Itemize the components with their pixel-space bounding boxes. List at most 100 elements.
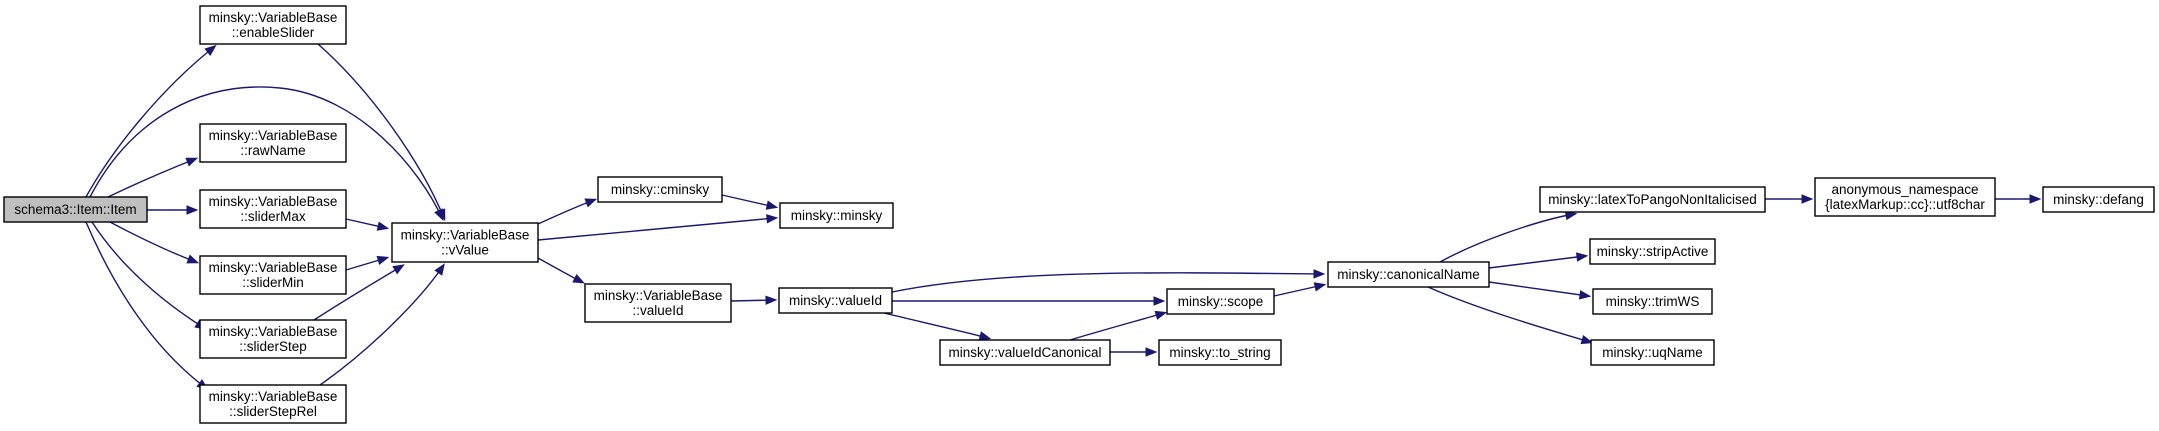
node-sliderStep[interactable]: minsky::VariableBase::sliderStep bbox=[199, 319, 347, 359]
node-label: ::valueId bbox=[632, 303, 683, 318]
edge-line bbox=[319, 265, 444, 386]
node-box bbox=[778, 287, 893, 314]
edge-vValue-to-cminsky bbox=[537, 198, 598, 225]
node-rawName[interactable]: minsky::VariableBase::rawName bbox=[199, 123, 347, 163]
node-box bbox=[1166, 288, 1275, 315]
node-label: minsky::valueId bbox=[789, 293, 882, 308]
node-label: minsky::VariableBase bbox=[401, 228, 530, 243]
node-box bbox=[939, 339, 1111, 366]
edge-latexToPango-to-utf8char bbox=[1765, 194, 1814, 204]
node-uqName[interactable]: minsky::uqName bbox=[1590, 339, 1715, 366]
edge-line bbox=[721, 194, 776, 208]
node-utf8char[interactable]: anonymous_namespace{latexMarkup::cc}::ut… bbox=[1814, 177, 1996, 217]
edge-sliderStep-to-vValue bbox=[313, 264, 405, 321]
edge-line bbox=[1488, 281, 1589, 297]
node-box bbox=[1590, 339, 1715, 366]
node-label: minsky::cminsky bbox=[611, 182, 710, 197]
node-label: minsky::VariableBase bbox=[209, 194, 338, 209]
node-label: ::enableSlider bbox=[232, 25, 315, 40]
arrowhead-icon bbox=[1801, 194, 1814, 204]
node-vb_valueId[interactable]: minsky::VariableBase::valueId bbox=[584, 283, 732, 323]
arrowhead-icon bbox=[1580, 335, 1594, 345]
edge-schema3_item-to-sliderStep bbox=[91, 221, 207, 330]
arrowhead-icon bbox=[186, 205, 199, 215]
node-minsky[interactable]: minsky::minsky bbox=[779, 202, 894, 229]
arrowhead-icon bbox=[765, 200, 779, 210]
node-sliderStepRel[interactable]: minsky::VariableBase::sliderStepRel bbox=[199, 384, 347, 424]
node-label: minsky::canonicalName bbox=[1337, 267, 1480, 282]
node-schema3_item[interactable]: schema3::Item::Item bbox=[3, 196, 148, 223]
arrowhead-icon bbox=[1153, 296, 1166, 306]
node-box bbox=[1539, 186, 1766, 213]
node-box bbox=[597, 176, 723, 203]
node-scope[interactable]: minsky::scope bbox=[1166, 288, 1275, 315]
arrowhead-icon bbox=[1313, 282, 1327, 292]
node-box bbox=[1589, 238, 1716, 265]
edge-valueId-to-valueIdCanonical bbox=[883, 312, 992, 341]
node-valueIdCanonical[interactable]: minsky::valueIdCanonical bbox=[939, 339, 1111, 366]
node-defang[interactable]: minsky::defang bbox=[2042, 186, 2155, 213]
node-label: ::sliderMax bbox=[240, 209, 306, 224]
node-box bbox=[1592, 288, 1713, 315]
edge-schema3_item-to-enableSlider bbox=[85, 44, 217, 198]
edge-line bbox=[317, 43, 445, 219]
arrowhead-icon bbox=[204, 44, 217, 57]
arrowhead-icon bbox=[186, 254, 200, 264]
node-box bbox=[1327, 261, 1490, 288]
edge-line bbox=[109, 221, 197, 263]
edge-line bbox=[85, 46, 215, 198]
node-label: minsky::VariableBase bbox=[209, 260, 338, 275]
node-stripActive[interactable]: minsky::stripActive bbox=[1589, 238, 1716, 265]
arrowhead-icon bbox=[392, 264, 405, 275]
edge-valueIdCanonical-to-to_string bbox=[1110, 347, 1158, 357]
node-box bbox=[3, 196, 148, 223]
edge-line bbox=[883, 312, 989, 339]
node-label: minsky::VariableBase bbox=[209, 128, 338, 143]
edge-vValue-to-minsky bbox=[537, 214, 779, 241]
arrowhead-icon bbox=[2029, 194, 2042, 204]
node-label: minsky::VariableBase bbox=[209, 10, 338, 25]
edge-line bbox=[313, 265, 403, 321]
arrowhead-icon bbox=[765, 295, 778, 305]
edge-sliderMax-to-vValue bbox=[345, 218, 390, 231]
arrowhead-icon bbox=[436, 208, 446, 222]
node-box bbox=[1158, 339, 1282, 366]
edge-line bbox=[891, 272, 1323, 293]
edge-schema3_item-to-sliderMax bbox=[147, 205, 199, 215]
node-label: ::vValue bbox=[441, 243, 489, 258]
edge-line bbox=[1439, 213, 1575, 263]
node-box bbox=[584, 283, 732, 323]
edge-line bbox=[89, 86, 443, 219]
edge-line bbox=[1427, 286, 1591, 343]
arrowhead-icon bbox=[1145, 347, 1158, 357]
node-canonicalName[interactable]: minsky::canonicalName bbox=[1327, 261, 1490, 288]
edge-line bbox=[91, 221, 205, 329]
arrowhead-icon bbox=[766, 214, 779, 224]
node-trimWS[interactable]: minsky::trimWS bbox=[1592, 288, 1713, 315]
node-label: {latexMarkup::cc}::utf8char bbox=[1825, 197, 1985, 212]
node-vValue[interactable]: minsky::VariableBase::vValue bbox=[391, 222, 539, 263]
arrowhead-icon bbox=[584, 198, 598, 208]
edge-valueIdCanonical-to-scope bbox=[1069, 310, 1168, 341]
node-latexToPango[interactable]: minsky::latexToPangoNonItalicised bbox=[1539, 186, 1766, 213]
edge-vValue-to-vb_valueId bbox=[537, 257, 585, 284]
edge-schema3_item-to-rawName bbox=[107, 157, 199, 198]
node-label: anonymous_namespace bbox=[1831, 182, 1978, 197]
edge-line bbox=[85, 221, 207, 389]
node-cminsky[interactable]: minsky::cminsky bbox=[597, 176, 723, 203]
node-label: minsky::defang bbox=[2053, 192, 2144, 207]
node-sliderMin[interactable]: minsky::VariableBase::sliderMin bbox=[199, 255, 347, 295]
arrowhead-icon bbox=[1313, 269, 1326, 279]
edge-scope-to-canonicalName bbox=[1273, 282, 1327, 297]
node-label: minsky::valueIdCanonical bbox=[948, 345, 1101, 360]
node-sliderMax[interactable]: minsky::VariableBase::sliderMax bbox=[199, 189, 347, 229]
edge-sliderMin-to-vValue bbox=[345, 255, 390, 271]
node-enableSlider[interactable]: minsky::VariableBase::enableSlider bbox=[199, 5, 347, 45]
node-valueId[interactable]: minsky::valueId bbox=[778, 287, 893, 314]
edge-vb_valueId-to-valueId bbox=[730, 295, 778, 305]
node-box bbox=[2042, 186, 2155, 213]
node-to_string[interactable]: minsky::to_string bbox=[1158, 339, 1282, 366]
node-label: ::sliderMin bbox=[242, 275, 304, 290]
node-box bbox=[199, 384, 347, 424]
edges-layer bbox=[85, 43, 2042, 390]
